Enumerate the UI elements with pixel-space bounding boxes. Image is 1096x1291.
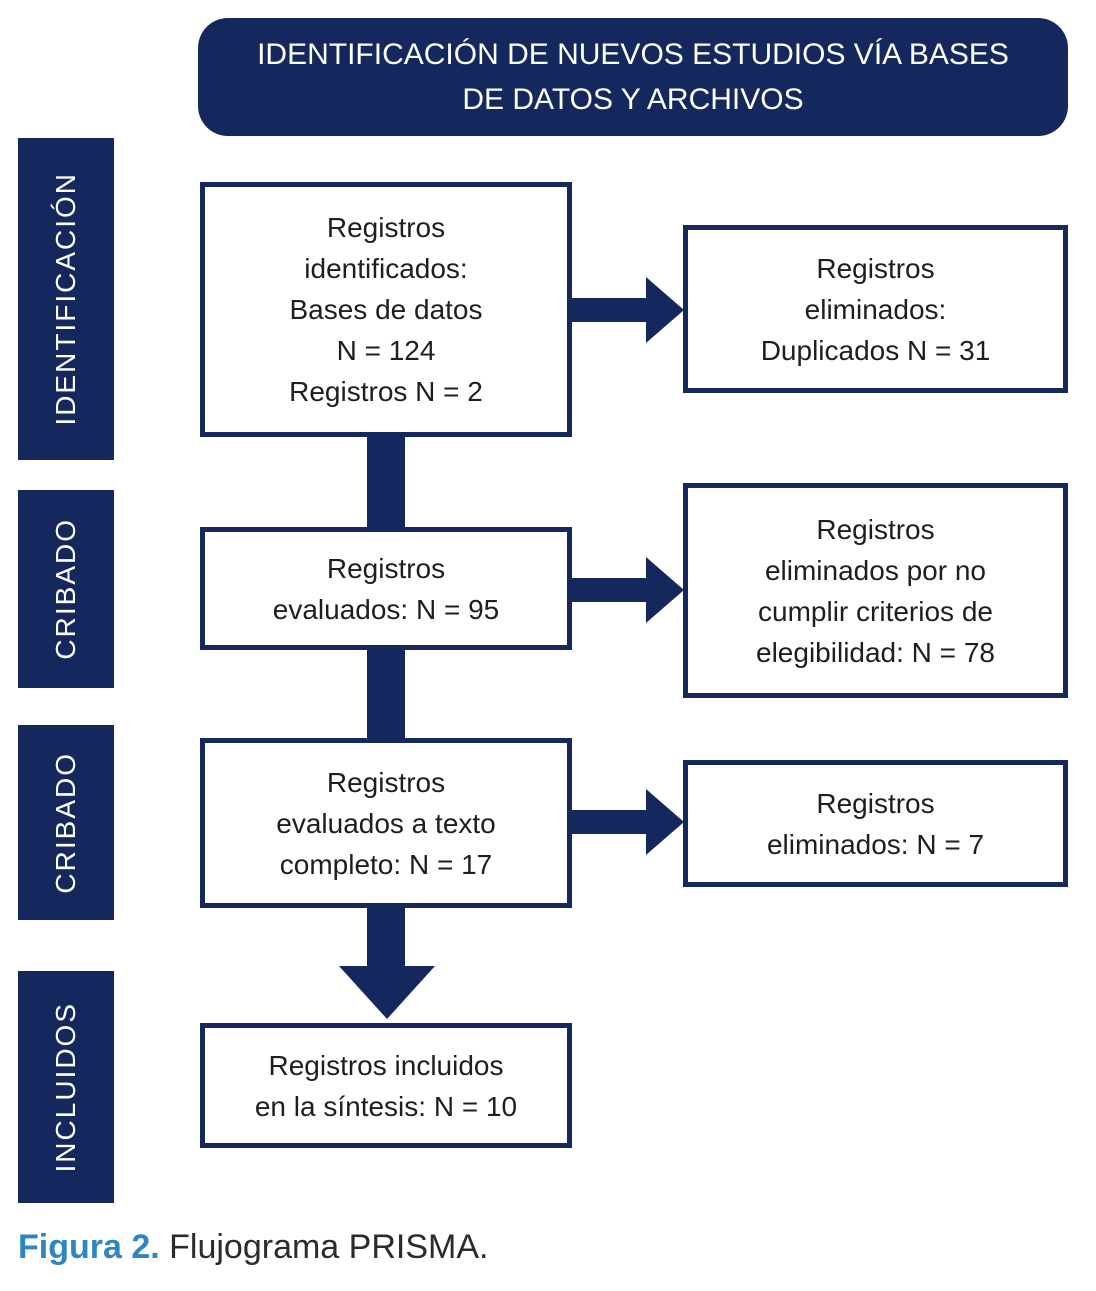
down-connector-2 [367,648,405,741]
right-arrow-3-shaft [570,810,648,834]
right-arrow-3-head-icon [646,789,684,855]
down-arrow-shaft [367,906,405,970]
stage-label-identificacion: IDENTIFICACIÓN [50,172,81,426]
database-identification-banner: IDENTIFICACIÓN DE NUEVOS ESTUDIOS VÍA BA… [198,18,1068,136]
flow-box-records-identified: Registros identificados: Bases de datos … [200,182,572,437]
flow-box-excluded-eligibility: Registros eliminados por no cumplir crit… [683,483,1068,698]
flow-box-records-included: Registros incluidos en la síntesis: N = … [200,1023,572,1148]
figure-caption-text: Flujograma PRISMA. [159,1228,489,1266]
stage-label-cribado-1: CRIBADO [50,518,81,660]
down-connector-1 [367,435,405,530]
flow-box-duplicates-removed: Registros eliminados: Duplicados N = 31 [683,225,1068,393]
stage-label-incluidos: INCLUIDOS [50,1001,81,1173]
stage-band-cribado-1: CRIBADO [18,490,114,688]
figure-caption-label: Figura 2. [18,1228,160,1266]
right-arrow-1-shaft [570,298,648,322]
right-arrow-2-head-icon [646,557,684,623]
flow-box-excluded-fulltext: Registros eliminados: N = 7 [683,760,1068,887]
stage-band-incluidos: INCLUIDOS [18,971,114,1203]
stage-label-cribado-2: CRIBADO [50,751,81,894]
stage-band-identificacion: IDENTIFICACIÓN [18,138,114,460]
figure-caption: Figura 2. Flujograma PRISMA. [18,1228,488,1267]
flow-box-records-screened: Registros evaluados: N = 95 [200,527,572,650]
right-arrow-2-shaft [570,578,648,602]
stage-band-cribado-2: CRIBADO [18,725,114,920]
right-arrow-1-head-icon [646,277,684,343]
flow-box-fulltext-assessed: Registros evaluados a texto completo: N … [200,738,572,908]
down-arrow-head-icon [339,966,435,1019]
